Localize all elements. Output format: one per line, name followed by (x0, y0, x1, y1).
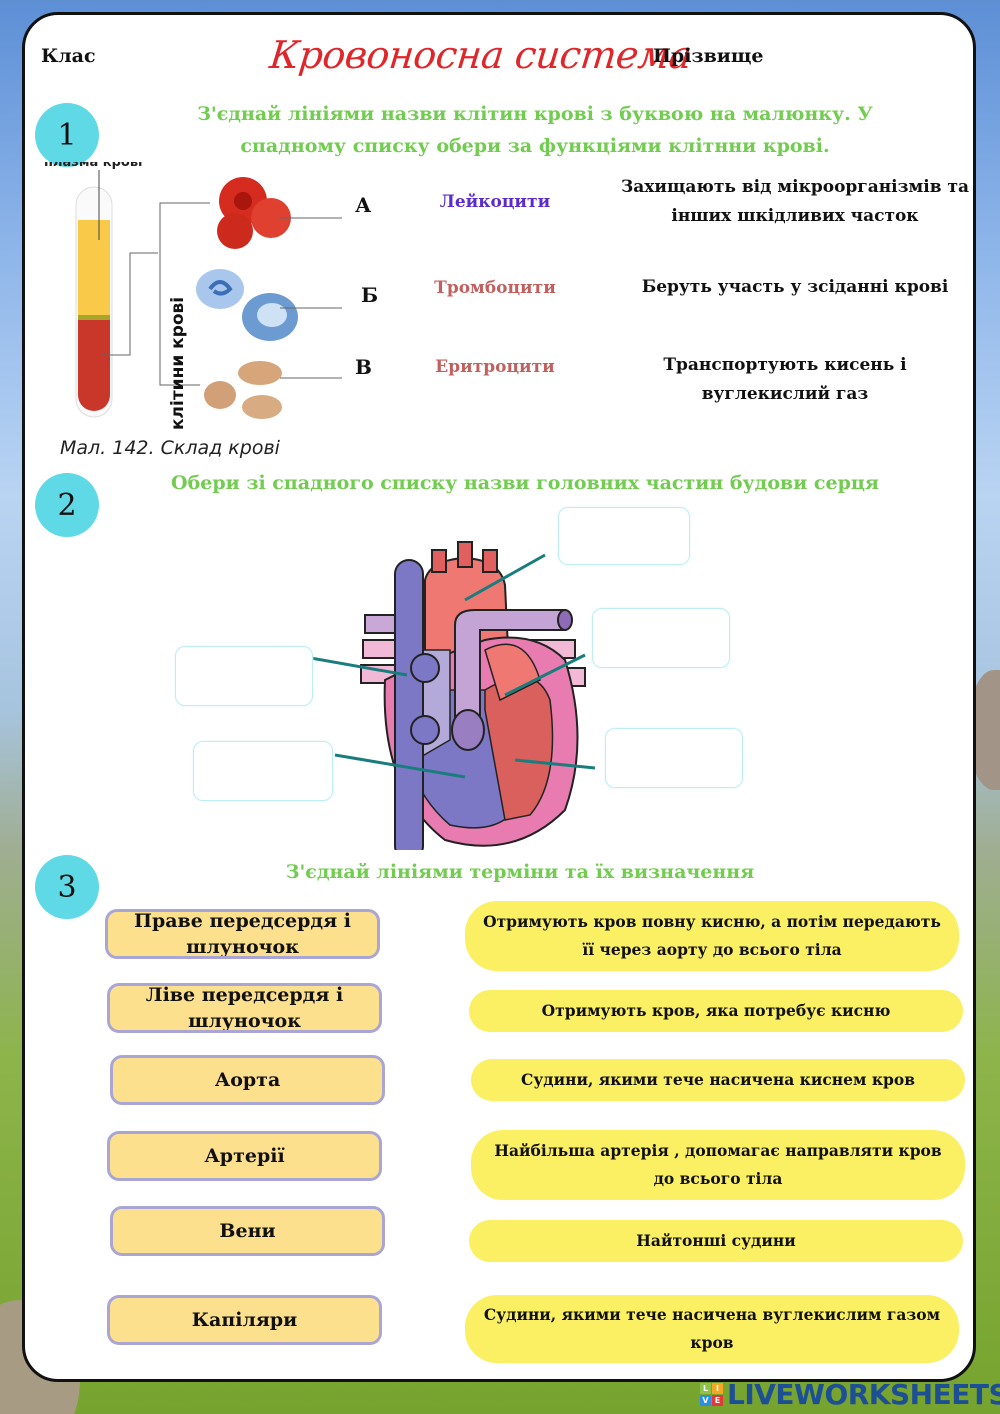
cells-label: клітини крові (168, 296, 188, 430)
cell-name-platelets[interactable]: Тромбоцити (434, 278, 556, 298)
cell-name-erythrocytes[interactable]: Еритроцити (435, 357, 555, 377)
heart-answer-dropdown-aorta[interactable] (558, 507, 690, 565)
letter-a: А (355, 193, 372, 217)
logo-letter: E (712, 1395, 723, 1406)
heart-pointer-lines-left (305, 655, 466, 779)
leukocytes-icon (196, 269, 298, 341)
function-dropdown-2[interactable]: Беруть участь у зсіданні крові (641, 277, 949, 297)
task1-instruction: З'єднай лініями назви клітин крові з бук… (197, 103, 873, 157)
definition-6[interactable]: Судини, якими тече насичена вуглекислим … (465, 1295, 959, 1363)
definition-5[interactable]: Найтонші судини (469, 1220, 963, 1262)
task-number-badge: 2 (35, 473, 99, 537)
cell-name-leukocytes[interactable]: Лейкоцити (439, 192, 551, 212)
heart-answer-dropdown-left-ventricle[interactable] (605, 728, 743, 788)
pointer-lines (280, 217, 342, 379)
page-title: Кровоносна система (267, 33, 694, 77)
task-number-badge: 3 (35, 855, 99, 919)
logo-letter: V (700, 1395, 711, 1406)
erythrocytes-icon (217, 177, 291, 249)
test-tube-icon (75, 170, 210, 418)
watermark-text: LIVEWORKSHEETS (727, 1378, 1000, 1411)
worksheet-card: Клас Кровоносна система Прізвище 1 З'єдн… (22, 12, 976, 1382)
term-aorta[interactable]: Аорта (110, 1055, 385, 1105)
blood-composition-figure: плазма крові клітини крові (40, 155, 342, 455)
logo-letter: I (712, 1383, 723, 1394)
term-veins[interactable]: Вени (110, 1206, 385, 1256)
task-number-badge: 1 (35, 103, 99, 167)
definition-2[interactable]: Отримують кров, яка потребує кисню (469, 990, 963, 1032)
function-dropdown-3[interactable]: Транспортують кисень і вуглекислий газ (663, 355, 907, 404)
function-dropdown-1[interactable]: Захищають від мікроорганізмів та інших ш… (620, 177, 969, 226)
term-capillaries[interactable]: Капіляри (107, 1295, 382, 1345)
logo-letter: L (700, 1383, 711, 1394)
definition-1[interactable]: Отримують кров повну кисню, а потім пере… (465, 901, 959, 971)
liveworksheets-watermark: L I V E LIVEWORKSHEETS (700, 1378, 1000, 1411)
platelets-icon (204, 361, 282, 419)
surname-label: Прізвище (653, 45, 764, 67)
figure-caption: Мал. 142. Склад крові (60, 437, 280, 459)
term-arteries[interactable]: Артерії (107, 1131, 382, 1181)
task2-instruction: Обери зі спадного списку назви головних … (171, 472, 879, 494)
plasma-label: плазма крові (44, 155, 143, 170)
liveworksheets-logo-icon: L I V E (700, 1383, 723, 1406)
term-left-atrium-ventricle[interactable]: Ліве передсердя і шлуночок (107, 983, 382, 1033)
heart-diagram (360, 541, 595, 850)
heart-answer-dropdown-right-atrium[interactable] (175, 646, 313, 706)
task3-instruction: З'єднай лініями терміни та їх визначення (285, 861, 755, 883)
definition-3[interactable]: Судини, якими тече насичена киснем кров (471, 1059, 965, 1101)
definition-4[interactable]: Найбільша артерія , допомагає направляти… (471, 1130, 965, 1200)
letter-b: Б (361, 283, 379, 307)
class-label: Клас (41, 45, 96, 67)
term-right-atrium-ventricle[interactable]: Праве передсердя і шлуночок (105, 909, 380, 959)
letter-v: В (355, 355, 372, 379)
heart-answer-dropdown-left-atrium[interactable] (592, 608, 730, 668)
heart-answer-dropdown-right-ventricle[interactable] (193, 741, 333, 801)
